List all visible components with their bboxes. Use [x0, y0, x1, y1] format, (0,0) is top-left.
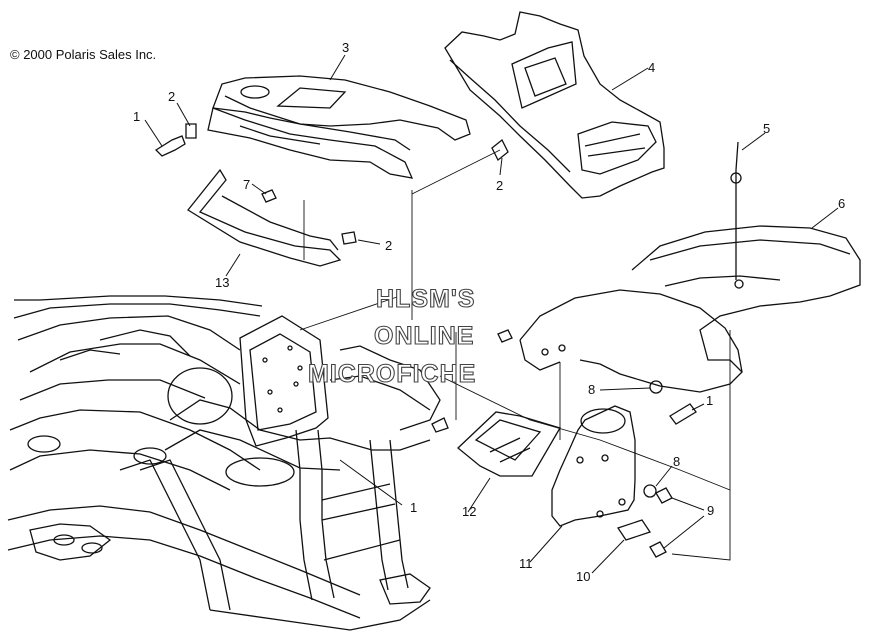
callout-1-right: 1	[706, 393, 713, 408]
mud-flap-part[interactable]	[552, 406, 635, 526]
callout-labels: 1 2 3 4 5 6 7 2 2 13 8 1 1 12 8 9 11 10	[133, 40, 845, 584]
side-panel-part[interactable]	[188, 170, 340, 266]
callout-1: 1	[133, 109, 140, 124]
callout-6: 6	[838, 196, 845, 211]
front-cover-part[interactable]	[208, 76, 470, 178]
callout-4: 4	[648, 60, 655, 75]
watermark-line-1: HLSM'S	[375, 284, 476, 313]
callout-12: 12	[462, 504, 476, 519]
watermark-line-2: ONLINE	[373, 321, 475, 350]
rear-fender-part[interactable]	[520, 226, 860, 392]
license-plate-part[interactable]	[618, 520, 650, 540]
callout-9: 9	[707, 503, 714, 518]
headlight-pod-part[interactable]	[445, 12, 664, 198]
leader-lines	[145, 55, 838, 573]
assembly-lines	[300, 150, 730, 560]
atv-frame	[8, 296, 440, 630]
callout-8-lower: 8	[673, 454, 680, 469]
callout-7: 7	[243, 177, 250, 192]
callout-5: 5	[763, 121, 770, 136]
callout-8-upper: 8	[588, 382, 595, 397]
bracket-part[interactable]	[458, 412, 560, 476]
callout-2: 2	[168, 89, 175, 104]
copyright-notice: © 2000 Polaris Sales Inc.	[10, 47, 157, 62]
callout-13: 13	[215, 275, 229, 290]
callout-1-frame: 1	[410, 500, 417, 515]
callout-10: 10	[576, 569, 590, 584]
callout-2-mid: 2	[496, 178, 503, 193]
watermark-line-3: MICROFICHE	[307, 359, 477, 388]
callout-11: 11	[519, 556, 533, 571]
callout-3: 3	[342, 40, 349, 55]
callout-2-low: 2	[385, 238, 392, 253]
